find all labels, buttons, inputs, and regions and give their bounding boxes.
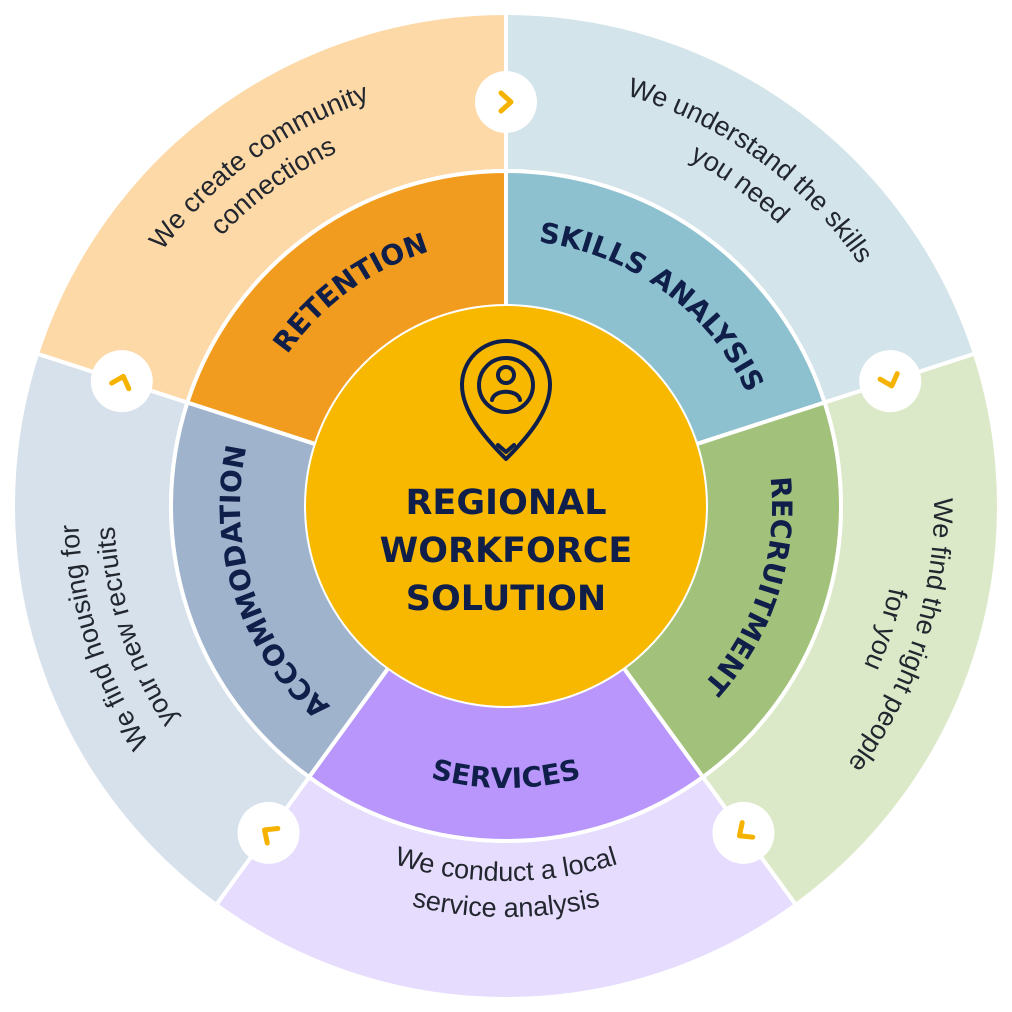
chevron-right-icon [712, 801, 775, 864]
center-title-line-1: REGIONAL [405, 483, 606, 523]
chevron-right-icon [237, 801, 300, 864]
arrow-markers [90, 71, 922, 864]
chevron-right-icon [859, 350, 922, 413]
outer-ring [11, 10, 1001, 1001]
center-title-line-3: SOLUTION [406, 579, 606, 619]
chevron-right-icon [90, 350, 153, 413]
center-circle [306, 306, 706, 706]
center-title-line-2: WORKFORCE [380, 531, 633, 571]
chevron-right-icon [475, 71, 537, 133]
center-hub: REGIONAL WORKFORCE SOLUTION [306, 306, 706, 706]
location-person-pin-icon [460, 339, 552, 461]
